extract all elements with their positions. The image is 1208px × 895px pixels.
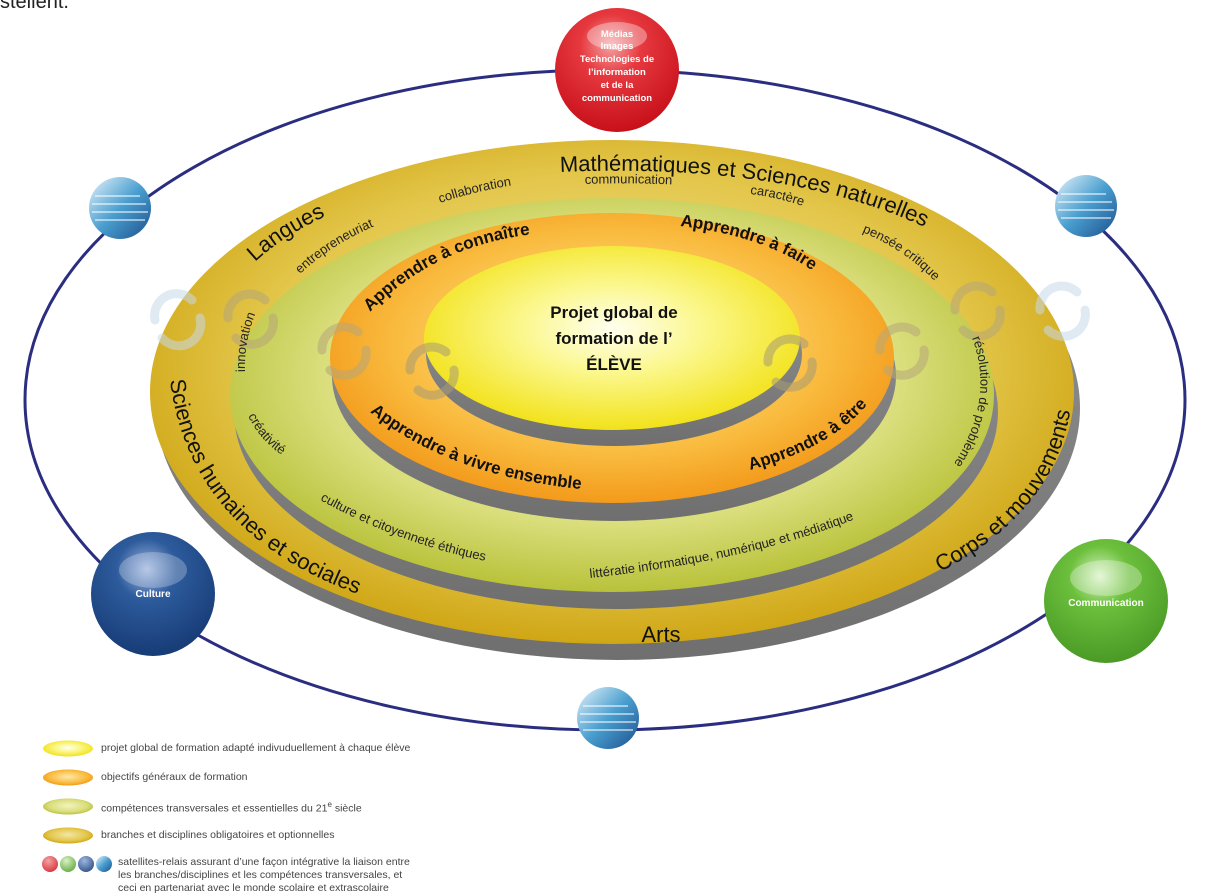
legend-competences-sup: e xyxy=(327,799,332,809)
red-satellite-icon xyxy=(42,856,58,872)
branch-arts: Arts xyxy=(641,622,680,647)
culture-label: Culture xyxy=(136,589,171,600)
center-label: Projet global de formation de l’ ÉLÈVE xyxy=(550,303,678,374)
cycle-arrows xyxy=(150,281,1090,400)
competences-swatch xyxy=(43,798,93,815)
satellite-swatches xyxy=(42,856,112,872)
legend: projet global de formation adapté indivu… xyxy=(42,734,562,895)
center-swatch xyxy=(43,740,93,757)
cycle-arrow-icon xyxy=(763,334,817,392)
legend-objectives-text: objectifs généraux de formation xyxy=(101,771,248,783)
legend-competences-pre: compétences transversales et essentielle… xyxy=(101,802,328,815)
legend-item-satellites: satellites-relais assurant d’une façon i… xyxy=(42,850,562,895)
legend-branches-text: branches et disciplines obligatoires et … xyxy=(101,829,335,841)
globe-icon xyxy=(577,687,639,749)
medias-line-5: et de la xyxy=(601,80,634,91)
competence-communication: communication xyxy=(585,171,673,187)
branches-swatch xyxy=(43,827,93,844)
center-line-2: formation de l’ xyxy=(555,329,672,348)
medias-line-1: Médias xyxy=(601,29,633,40)
legend-center-text: projet global de formation adapté indivu… xyxy=(101,742,411,754)
medias-line-6: communication xyxy=(582,93,652,104)
cycle-arrow-icon xyxy=(875,322,929,380)
text-fragment-top: stellent. xyxy=(0,0,69,13)
legend-item-center: projet global de formation adapté indivu… xyxy=(42,734,562,763)
legend-satellites-text: satellites-relais assurant d’une façon i… xyxy=(118,856,410,894)
satellite-medias: Médias Images Technologies de l’informat… xyxy=(555,8,679,132)
legend-item-branches: branches et disciplines obligatoires et … xyxy=(42,821,562,850)
legend-item-competences: compétences transversales et essentielle… xyxy=(42,792,562,821)
cycle-arrow-icon xyxy=(317,322,371,380)
center-disc xyxy=(424,246,800,430)
cycle-arrow-icon xyxy=(1035,281,1090,341)
legend-competences-text: compétences transversales et essentielle… xyxy=(101,798,362,816)
green-satellite-icon xyxy=(60,856,76,872)
cycle-arrow-icon xyxy=(950,281,1005,341)
globe-icon xyxy=(89,177,151,239)
globe-satellite-icon xyxy=(96,856,112,872)
legend-competences-post: siècle xyxy=(331,802,362,815)
blue-satellite-icon xyxy=(78,856,94,872)
satellite-communication: Communication xyxy=(1044,539,1168,663)
objectives-swatch xyxy=(43,769,93,786)
cycle-arrow-icon xyxy=(223,289,278,349)
communication-label: Communication xyxy=(1068,598,1144,609)
medias-line-4: l’information xyxy=(588,67,646,78)
center-line-1: Projet global de xyxy=(550,303,678,322)
medias-line-3: Technologies de xyxy=(580,54,654,65)
legend-item-objectives: objectifs généraux de formation xyxy=(42,763,562,792)
cycle-arrow-icon xyxy=(405,342,459,400)
globe-icon xyxy=(1055,175,1117,237)
medias-line-2: Images xyxy=(601,41,634,52)
cycle-arrow-icon xyxy=(150,289,206,351)
center-line-3: ÉLÈVE xyxy=(586,355,642,374)
satellite-culture: Culture xyxy=(91,532,215,656)
